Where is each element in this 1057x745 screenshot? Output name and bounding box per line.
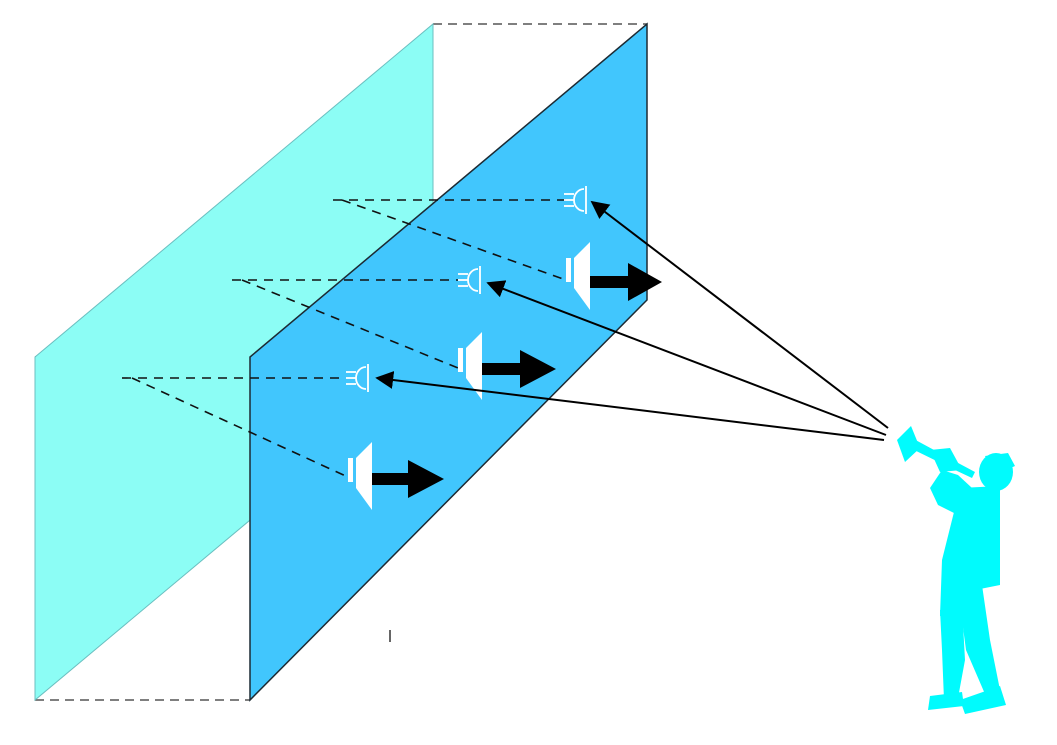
speaker-icon xyxy=(348,458,353,482)
speaker-cone xyxy=(356,442,372,510)
front-plane xyxy=(249,22,648,702)
performer-torso xyxy=(940,486,1000,620)
microphone-icon xyxy=(564,186,587,214)
microphone-icon xyxy=(458,266,481,294)
speaker-icon xyxy=(566,258,571,282)
loudspeaker-array xyxy=(348,242,662,510)
performer-shoe xyxy=(960,686,1006,714)
trumpet-player-silhouette xyxy=(897,426,1015,714)
loudspeaker xyxy=(566,242,662,310)
speaker-cone xyxy=(574,242,590,310)
sound-ray xyxy=(590,200,889,429)
speaker-icon xyxy=(458,348,463,372)
performer-shoe xyxy=(928,692,964,710)
loudspeaker xyxy=(348,442,444,510)
performer-hair xyxy=(985,453,1015,470)
microphone-array xyxy=(346,186,587,392)
microphone-icon xyxy=(346,364,369,392)
performer-leg-back xyxy=(958,585,1000,694)
output-arrow xyxy=(482,350,556,388)
projection-lines xyxy=(122,199,567,479)
sound-ray xyxy=(375,371,885,441)
performer-leg-front xyxy=(940,605,965,700)
sound-ray xyxy=(486,280,887,436)
loudspeaker xyxy=(458,332,556,400)
output-arrow xyxy=(590,263,662,301)
sound-rays xyxy=(375,200,889,441)
speaker-cone xyxy=(466,332,482,400)
output-arrow xyxy=(372,460,444,498)
trumpet-valves xyxy=(930,448,962,472)
